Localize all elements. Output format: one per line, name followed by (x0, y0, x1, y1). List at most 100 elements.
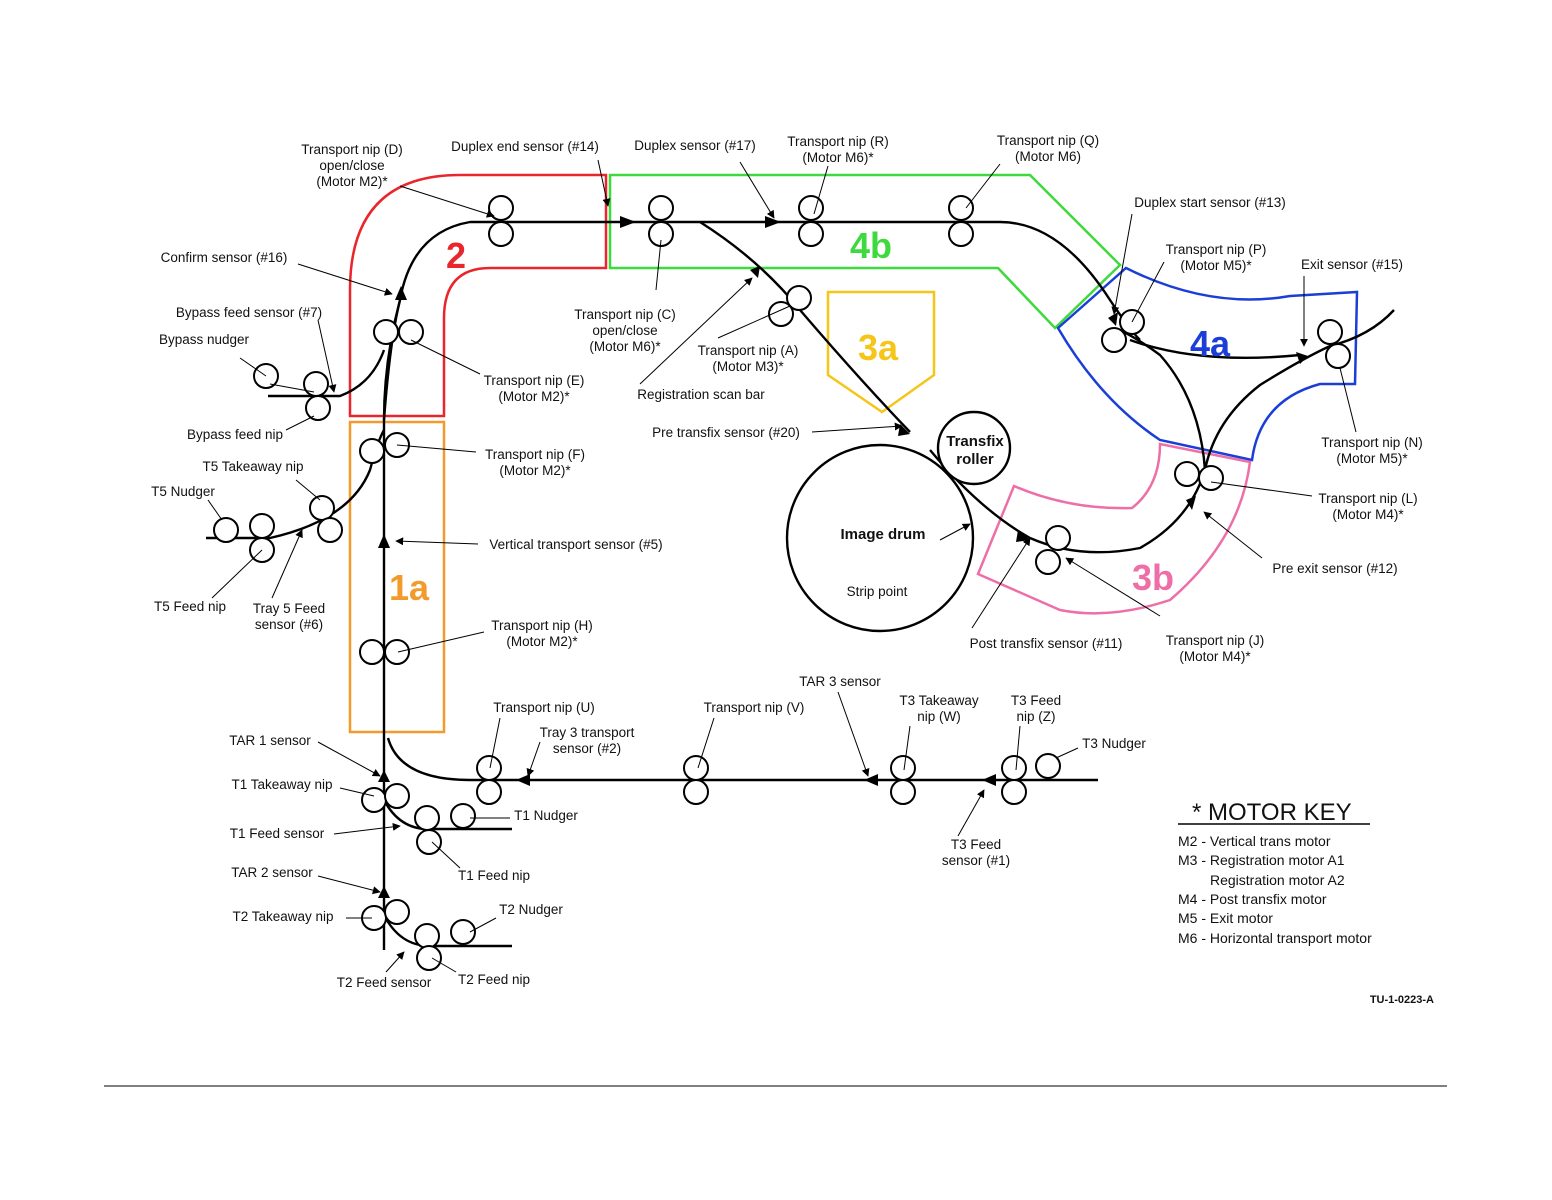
nip-c-upper (648, 195, 674, 221)
nip-j-upper (1045, 525, 1071, 551)
nip-e-right (398, 319, 424, 345)
t3-nudger-roller (1035, 753, 1061, 779)
transfix-roller (936, 410, 1012, 486)
label-t5-takeaway: T5 Takeaway nip (202, 459, 303, 474)
zone-label-4a: 4a (1190, 323, 1231, 364)
label-t1-nudger: T1 Nudger (514, 808, 578, 823)
nip-q-lower (948, 221, 974, 247)
t1-feed-lower (416, 829, 442, 855)
label-tar2: TAR 2 sensor (231, 865, 313, 880)
t5-nudger-roller (213, 517, 239, 543)
direction-arrows (378, 216, 1308, 898)
label-reg-scan-bar: Registration scan bar (637, 387, 765, 402)
component-labels: Transport nip (D)open/close(Motor M2)* Du… (151, 133, 1423, 990)
label-confirm: Confirm sensor (#16) (161, 250, 288, 265)
t2-nudger-roller (450, 919, 476, 945)
label-nip-j: Transport nip (J)(Motor M4)* (1166, 633, 1265, 664)
label-t1-takeaway: T1 Takeaway nip (231, 777, 332, 792)
motor-key-item: M6 - Horizontal transport motor (1178, 930, 1372, 946)
figure-reference: TU-1-0223-A (1370, 994, 1434, 1006)
label-nip-r: Transport nip (R)(Motor M6)* (787, 134, 889, 165)
label-nip-a: Transport nip (A)(Motor M3)* (698, 343, 799, 374)
nip-h-left (359, 639, 385, 665)
motor-key-item: Registration motor A2 (1210, 872, 1345, 888)
label-bypass-nudger: Bypass nudger (159, 332, 250, 347)
zone-2-outline (348, 173, 608, 418)
zone-label-1a: 1a (389, 567, 430, 608)
zone-label-3a: 3a (858, 327, 899, 368)
label-t2-feed-sensor: T2 Feed sensor (337, 975, 432, 990)
nip-p-lower (1101, 327, 1127, 353)
drum-assembly (785, 410, 1012, 633)
label-nip-u: Transport nip (U) (493, 700, 595, 715)
bypass-feed-lower (305, 395, 331, 421)
motor-key-item: M4 - Post transfix motor (1178, 891, 1327, 907)
nip-a-lower (768, 301, 794, 327)
image-drum-label: Image drum (840, 526, 925, 543)
t2-feed-upper (414, 923, 440, 949)
motor-key-item: M2 - Vertical trans motor (1178, 833, 1331, 849)
label-nip-e: Transport nip (E)(Motor M2)* (484, 373, 585, 404)
nip-r-upper (798, 195, 824, 221)
nip-n-upper (1317, 319, 1343, 345)
zone-3a-outline (826, 290, 936, 414)
nip-l-left (1174, 461, 1200, 487)
t2-feed-lower (416, 945, 442, 971)
rollers (213, 195, 1351, 971)
label-t2-feed-nip: T2 Feed nip (458, 972, 530, 987)
zone-label-4b: 4b (850, 225, 892, 266)
zone-labels: 2 1a 4b 3a 4a 3b (389, 225, 1231, 608)
nip-q-upper (948, 195, 974, 221)
label-nip-d: Transport nip (D)open/close(Motor M2)* (301, 142, 403, 189)
strip-point-label: Strip point (847, 584, 908, 599)
t1-nudger-roller (450, 803, 476, 829)
label-bypass-feed-nip: Bypass feed nip (187, 427, 283, 442)
motor-key-item: M3 - Registration motor A1 (1178, 852, 1345, 868)
motor-key-title: * MOTOR KEY (1192, 799, 1352, 826)
transfix-roller-label-2: roller (956, 451, 994, 468)
zones (348, 173, 1359, 734)
zone-label-2: 2 (446, 235, 466, 276)
zone-label-3b: 3b (1132, 557, 1174, 598)
nip-v-upper (683, 755, 709, 781)
label-nip-h: Transport nip (H)(Motor M2)* (491, 618, 593, 649)
nip-w-upper (890, 755, 916, 781)
label-nip-q: Transport nip (Q)(Motor M6) (997, 133, 1099, 164)
nip-d-upper (488, 195, 514, 221)
nip-r-lower (798, 221, 824, 247)
zone-4b-outline (608, 173, 1122, 330)
label-t3-nudger: T3 Nudger (1082, 736, 1146, 751)
nip-f-left (359, 438, 385, 464)
zone-3b-outline (976, 442, 1252, 615)
zone-4a-outline (1056, 266, 1359, 462)
nip-u-lower (476, 779, 502, 805)
label-nip-f: Transport nip (F)(Motor M2)* (485, 447, 585, 478)
label-t2-nudger: T2 Nudger (499, 902, 563, 917)
label-vertical-transport: Vertical transport sensor (#5) (489, 537, 662, 552)
label-duplex-start: Duplex start sensor (#13) (1134, 195, 1286, 210)
t1-feed-upper (414, 805, 440, 831)
nip-a-upper (786, 285, 812, 311)
t5-takeaway-lower (317, 517, 343, 543)
label-tar1: TAR 1 sensor (229, 733, 311, 748)
label-nip-c: Transport nip (C)open/close(Motor M6)* (574, 307, 676, 354)
t5-feed-upper (249, 513, 275, 539)
nip-c-lower (648, 221, 674, 247)
nip-e-left (373, 319, 399, 345)
t2-takeaway-right (384, 899, 410, 925)
t1-takeaway-left (361, 787, 387, 813)
nip-w-lower (890, 779, 916, 805)
image-drum (785, 443, 975, 633)
label-nip-v: Transport nip (V) (704, 700, 805, 715)
nip-n-lower (1325, 343, 1351, 369)
nip-z-lower (1001, 779, 1027, 805)
label-t5-feed-nip: T5 Feed nip (154, 599, 226, 614)
leader-lines (207, 159, 1357, 973)
label-nip-l: Transport nip (L)(Motor M4)* (1318, 491, 1417, 522)
label-post-transfix: Post transfix sensor (#11) (970, 636, 1123, 651)
motor-key: * MOTOR KEY M2 - Vertical trans motor M3… (1178, 799, 1372, 946)
